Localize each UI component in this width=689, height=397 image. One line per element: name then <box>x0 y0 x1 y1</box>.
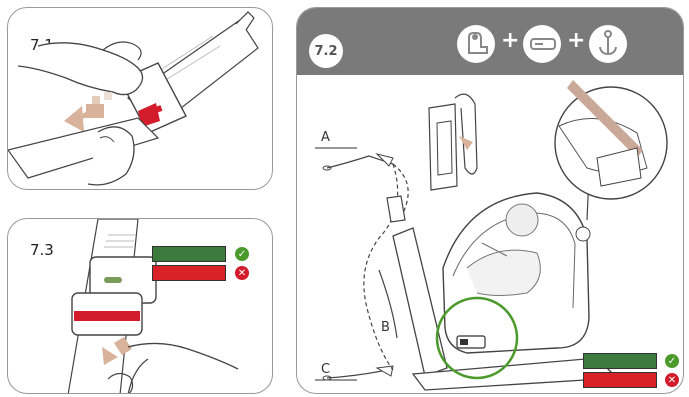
correct-indicator-green <box>152 246 226 262</box>
step-7-3-panel: 7.3 ✓ ✕ <box>7 218 273 394</box>
buckle-release-illustration <box>8 8 273 190</box>
car-seat-installation-illustration <box>297 8 684 394</box>
incorrect-indicator-red <box>152 265 226 281</box>
correct-indicator-green <box>583 353 657 369</box>
incorrect-indicator-red <box>583 372 657 388</box>
check-icon: ✓ <box>665 354 679 368</box>
anchor-label-c: C <box>321 362 330 377</box>
anchor-label-a: A <box>321 130 330 145</box>
step-7-2-panel: 7.2 + + <box>296 7 684 394</box>
cross-icon: ✕ <box>235 266 249 280</box>
cross-icon: ✕ <box>665 373 679 387</box>
step-7-1-panel: 7.1 <box>7 7 273 190</box>
anchor-label-b: B <box>381 320 390 335</box>
check-icon: ✓ <box>235 247 249 261</box>
buckle-indicator-illustration <box>8 219 273 394</box>
